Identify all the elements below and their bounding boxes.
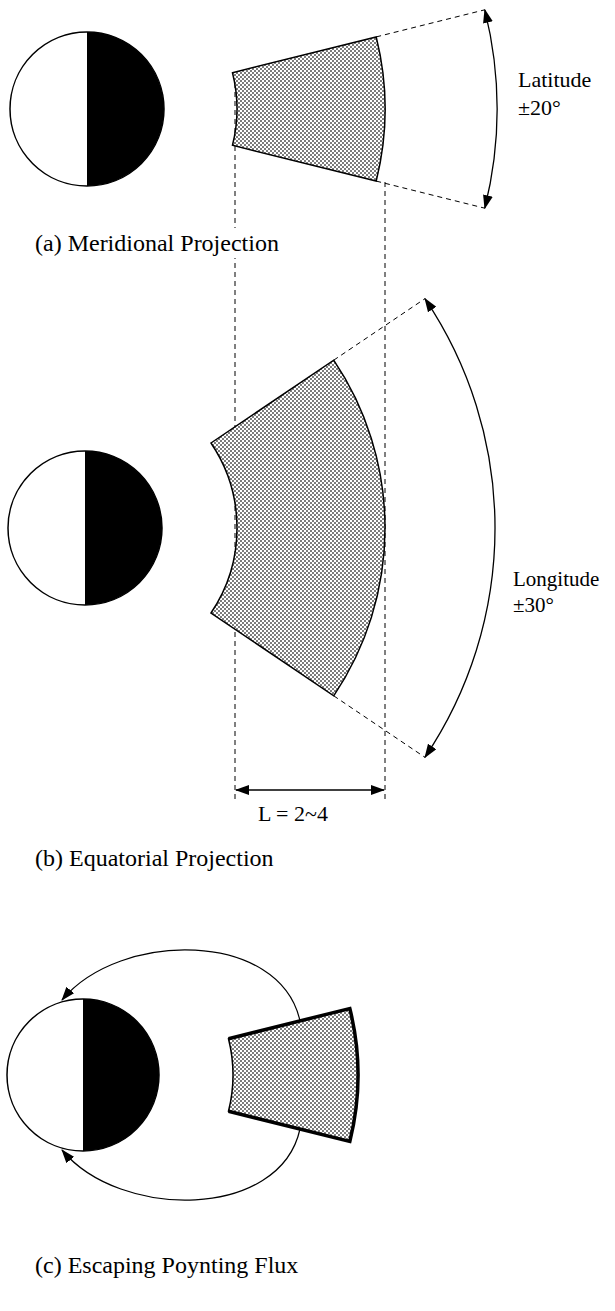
panel-caption: (a) Meridional Projection (32, 228, 282, 258)
earth (8, 451, 162, 605)
plasma-sector (233, 37, 386, 181)
span-label: Latitude ±20° (518, 66, 610, 121)
plasma-sector (229, 1009, 358, 1142)
span-arrow (485, 10, 497, 208)
earth (10, 32, 164, 186)
span-arrow (425, 299, 495, 758)
extension-line (334, 696, 425, 758)
panel-caption: (b) Equatorial Projection (32, 843, 277, 873)
dimension-arrow (236, 789, 384, 790)
flux-arrow (62, 1129, 300, 1200)
extension-line (334, 299, 425, 361)
span-label: Longitude ±30° (513, 566, 610, 619)
extension-line (376, 181, 485, 208)
earth (7, 999, 159, 1151)
extension-line (376, 10, 485, 37)
sector-boundary (229, 1009, 358, 1142)
flux-arrow (62, 950, 300, 1021)
plasma-sector (211, 360, 385, 696)
panel-caption: (c) Escaping Poynting Flux (32, 1250, 301, 1280)
dimension-label: L = 2~4 (258, 800, 328, 828)
guide-line (385, 182, 386, 800)
